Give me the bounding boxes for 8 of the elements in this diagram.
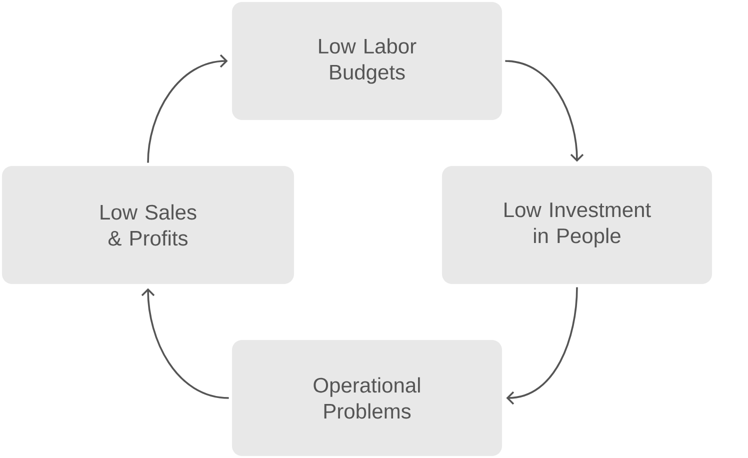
arrow <box>505 60 584 162</box>
arrow <box>147 54 228 163</box>
process-box: Operational Problems <box>232 340 502 456</box>
arrow <box>141 288 229 399</box>
arrow <box>506 287 578 405</box>
process-box: Low Sales & Profits <box>2 166 294 284</box>
process-box: Low Investment in People <box>442 166 712 284</box>
process-box: Low Labor Budgets <box>232 2 502 120</box>
